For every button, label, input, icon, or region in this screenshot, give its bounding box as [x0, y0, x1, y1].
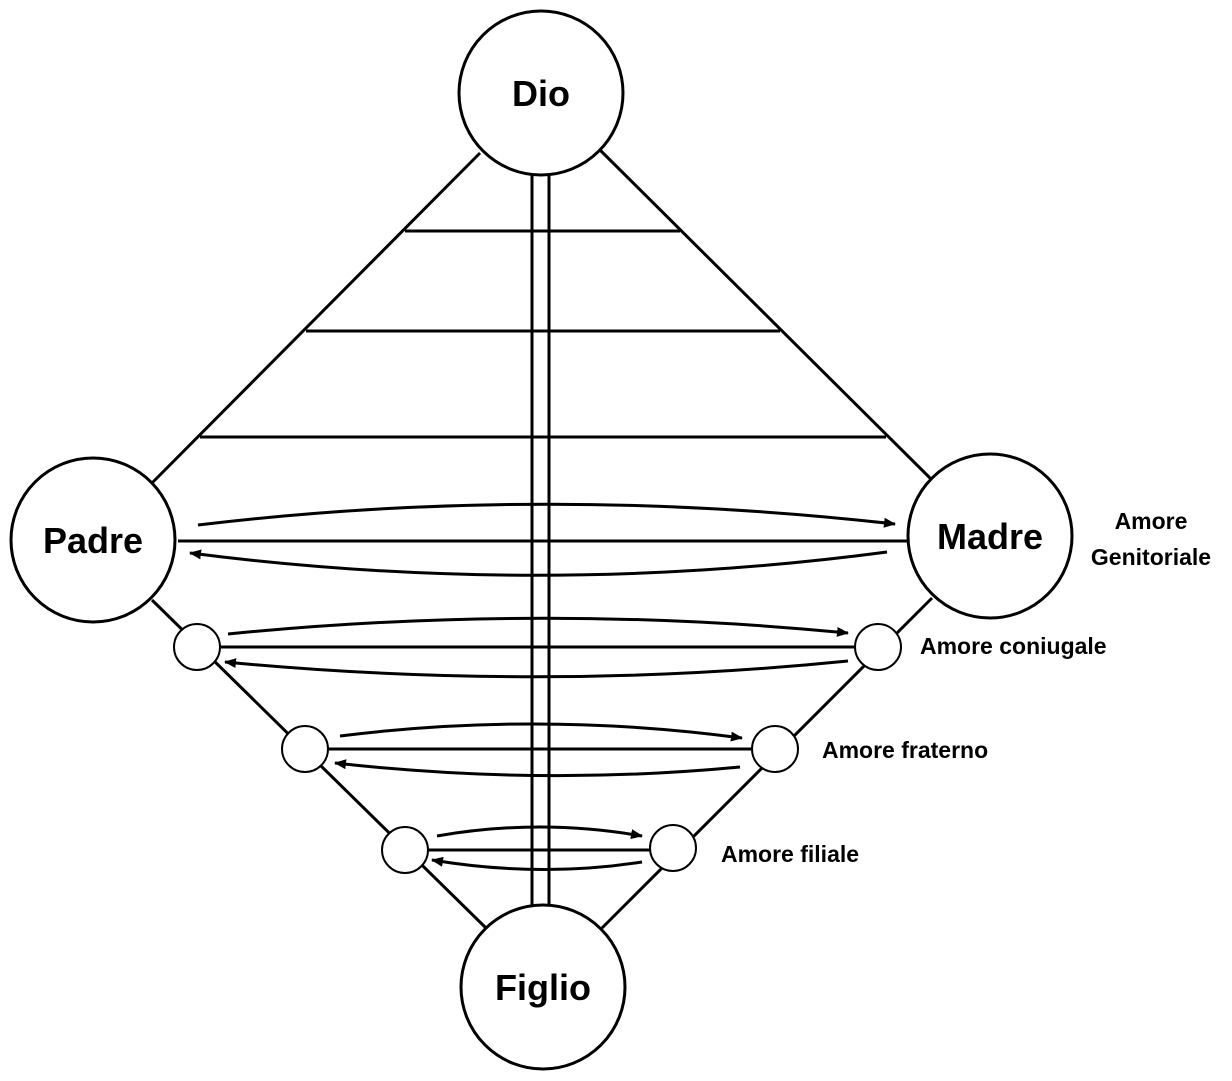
filiale-arrow-left: [431, 856, 643, 872]
coniugale-arrow-left: [224, 658, 849, 679]
filiale-label: Amore filiale: [721, 841, 859, 867]
figlio-label: Figlio: [495, 967, 591, 1008]
filiale-node-left: [381, 826, 429, 874]
filiale-arrow-right: [436, 825, 643, 840]
dio-node: [457, 9, 625, 177]
fraterno-arrow-right: [339, 722, 743, 742]
fraterno-arrow-left: [334, 759, 741, 778]
coniugale-node-left: [173, 623, 221, 671]
genitoriale-label-line2: Genitoriale: [1091, 544, 1211, 570]
coniugale-label: Amore coniugale: [920, 633, 1107, 659]
coniugale-node-right: [854, 623, 902, 671]
coniugale-arrow-right: [227, 616, 849, 637]
genitoriale-arrow-right: [197, 502, 896, 528]
dio-label: Dio: [512, 73, 570, 114]
filiale-node-right: [649, 824, 697, 872]
dio-padre-edge: [148, 151, 482, 487]
genitoriale-arrow-left: [189, 549, 888, 577]
genitoriale-label-line1: Amore: [1115, 508, 1188, 534]
figlio-node: [459, 903, 627, 1071]
padre-node: [9, 456, 177, 624]
dio-madre-edge: [598, 148, 934, 482]
padre-label: Padre: [43, 520, 143, 561]
fraterno-node-left: [281, 725, 329, 773]
madre-node: [906, 452, 1074, 620]
fraterno-node-right: [751, 725, 799, 773]
fraterno-label: Amore fraterno: [822, 737, 988, 763]
madre-label: Madre: [937, 516, 1043, 557]
